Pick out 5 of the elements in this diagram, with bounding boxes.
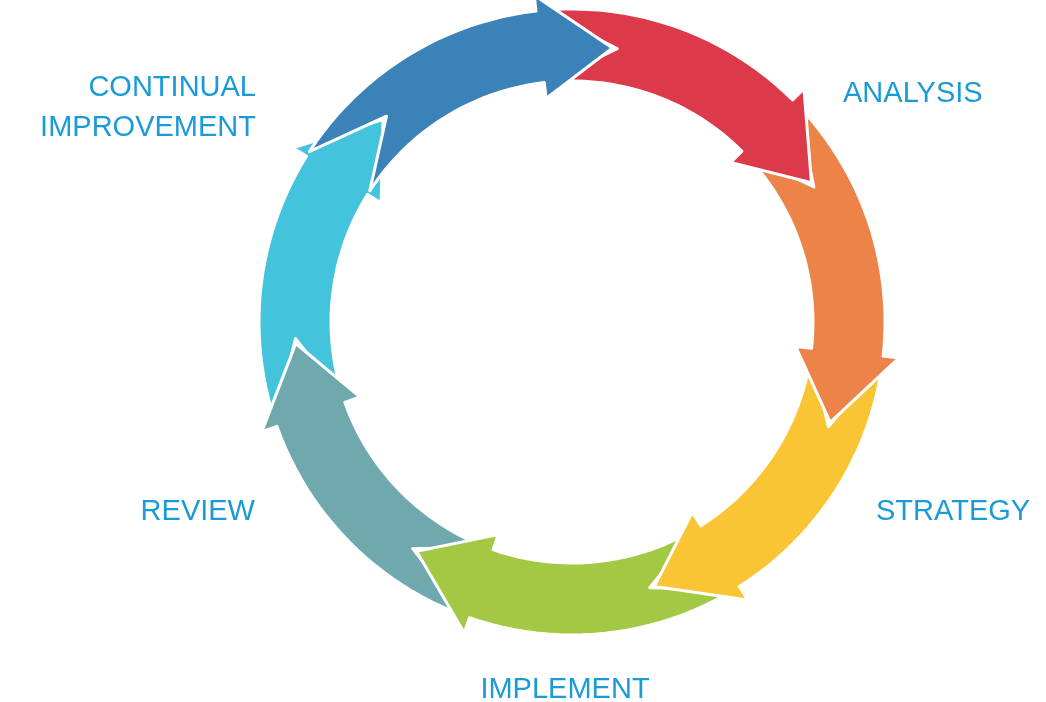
stage-label: IMPLEMENT [479, 671, 651, 702]
stage-label: REVIEW [139, 493, 255, 528]
stage-label: STRATEGY [876, 493, 1032, 528]
stage-label: CONTINUAL IMPROVEMENT [39, 69, 256, 144]
stage-label: ANALYSIS [843, 75, 984, 110]
